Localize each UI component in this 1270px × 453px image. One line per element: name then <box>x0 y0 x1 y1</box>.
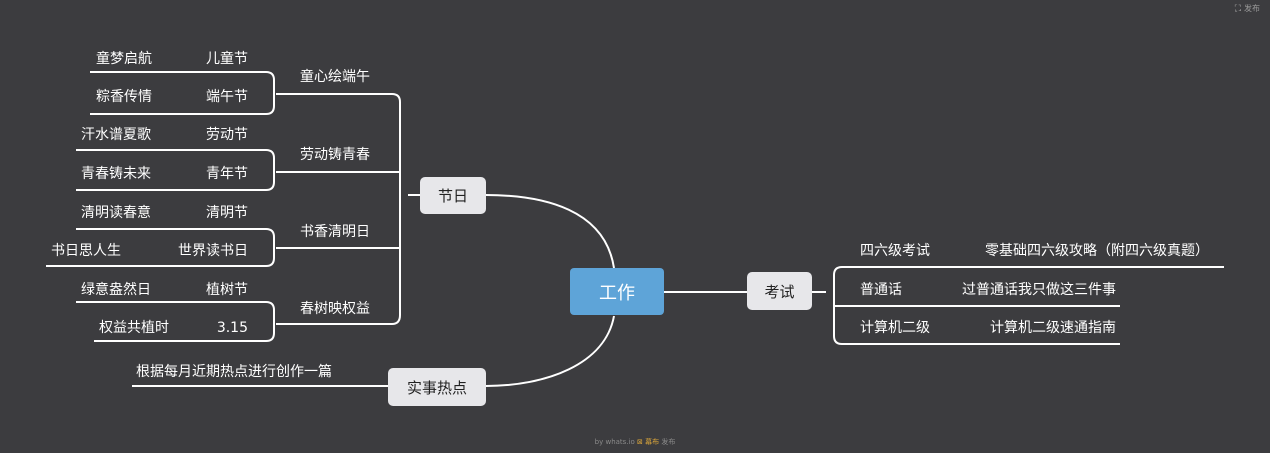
leaf-tag[interactable]: 劳动节 <box>206 127 248 143</box>
subtopic-label[interactable]: 书香清明日 <box>300 224 370 240</box>
leaf-title[interactable]: 权益共植时 <box>99 320 169 336</box>
bracket-sub-1 <box>90 71 275 115</box>
branch-hotspot[interactable]: 实事热点 <box>388 368 486 406</box>
bracket-sub-3 <box>46 228 275 267</box>
exam-item-detail[interactable]: 过普通话我只做这三件事 <box>962 282 1116 298</box>
leaf-title[interactable]: 绿意盎然日 <box>81 282 151 298</box>
connector-center-hotspot <box>485 315 615 387</box>
leaf-title[interactable]: 清明读春意 <box>81 205 151 221</box>
central-topic-label: 工作 <box>599 282 635 304</box>
leaf-tag[interactable]: 清明节 <box>206 205 248 221</box>
exam-item-detail[interactable]: 零基础四六级攻略（附四六级真题） <box>985 243 1209 259</box>
branch-exam[interactable]: 考试 <box>747 272 812 310</box>
footer-credit: by whats.io ⊠ 幕布 发布 <box>0 437 1270 447</box>
footer-site[interactable]: whats.io <box>605 438 635 446</box>
exam-item-title[interactable]: 四六级考试 <box>860 243 930 259</box>
leaf-tag[interactable]: 世界读书日 <box>178 243 248 259</box>
connector-holiday-sub <box>276 93 401 325</box>
leaf-title[interactable]: 粽香传情 <box>96 89 152 105</box>
leaf-tag[interactable]: 植树节 <box>206 282 248 298</box>
central-topic[interactable]: 工作 <box>570 268 664 315</box>
leaf-title[interactable]: 书日思人生 <box>51 243 121 259</box>
subtopic-label[interactable]: 童心绘端午 <box>300 69 370 85</box>
bracket-sub-4 <box>76 301 275 342</box>
exam-item-title[interactable]: 计算机二级 <box>860 320 930 336</box>
mubu-logo-icon: ⊠ <box>637 438 643 446</box>
expand-icon: ⛶ <box>1234 3 1241 14</box>
branch-hotspot-label: 实事热点 <box>406 378 467 397</box>
branch-holiday-label: 节日 <box>437 187 468 205</box>
leaf-tag[interactable]: 儿童节 <box>206 51 248 67</box>
leaf-tag[interactable]: 端午节 <box>206 89 248 105</box>
hotspot-item[interactable]: 根据每月近期热点进行创作一篇 <box>136 364 332 380</box>
subtopic-label[interactable]: 春树映权益 <box>300 301 370 317</box>
footer-prefix: by <box>594 438 604 446</box>
leaf-tag[interactable]: 3.15 <box>216 320 248 336</box>
bracket-sub-2 <box>76 149 275 191</box>
exam-item-detail[interactable]: 计算机二级速通指南 <box>990 320 1116 336</box>
publish-label: 发布 <box>1244 4 1260 13</box>
leaf-title[interactable]: 青春铸未来 <box>81 166 151 182</box>
leaf-tag[interactable]: 青年节 <box>206 166 248 182</box>
publish-control[interactable]: ⛶ 发布 <box>1235 3 1260 14</box>
footer-suffix: 发布 <box>661 438 676 446</box>
branch-exam-label: 考试 <box>764 282 795 301</box>
exam-item-title[interactable]: 普通话 <box>860 282 902 298</box>
subtopic-label[interactable]: 劳动铸青春 <box>300 147 370 163</box>
branch-holiday[interactable]: 节日 <box>420 177 486 214</box>
leaf-title[interactable]: 汗水谱夏歌 <box>81 127 151 143</box>
footer-brand: 幕布 <box>645 438 660 446</box>
leaf-title[interactable]: 童梦启航 <box>96 51 152 67</box>
connector-center-holiday <box>485 194 615 269</box>
